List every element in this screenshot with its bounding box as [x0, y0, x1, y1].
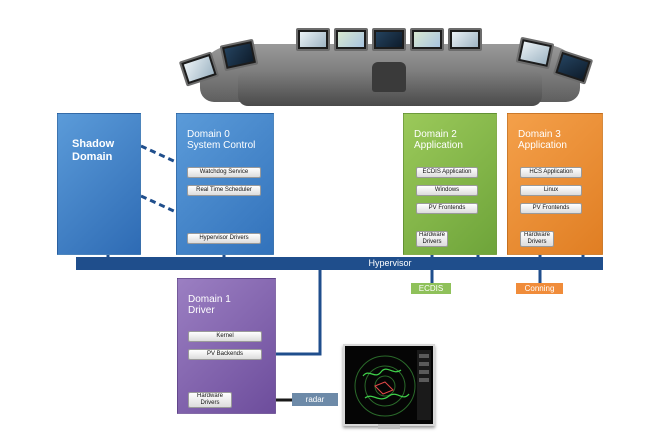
real-time-scheduler-item: Real Time Scheduler — [187, 185, 261, 196]
kernel-item: Kernel — [188, 331, 262, 342]
shadow-link-top — [140, 144, 177, 164]
domain-0-title: Domain 0 System Control — [187, 129, 256, 151]
hcs-application-item: HCS Application — [520, 167, 582, 178]
linux-item: Linux — [520, 185, 582, 196]
domain-2-box: Domain 2 Application ECDIS Application W… — [403, 113, 497, 255]
conning-tag: Conning — [516, 283, 563, 294]
hardware-drivers-item: Hardware Drivers — [416, 231, 448, 247]
console-monitor — [296, 28, 330, 51]
ecdis-tag: ECDIS — [411, 283, 451, 294]
pv-backends-item: PV Backends — [188, 349, 262, 360]
windows-item: Windows — [416, 185, 478, 196]
radar-display-illustration — [343, 344, 435, 426]
domain-0-box: Domain 0 System Control Watchdog Service… — [176, 113, 274, 255]
domain-2-title: Domain 2 Application — [414, 129, 463, 151]
radar-screen — [345, 346, 433, 424]
radar-tag: radar — [292, 393, 338, 406]
radar-stand — [378, 424, 400, 429]
shadow-link-bottom — [140, 194, 177, 214]
hypervisor-label: Hypervisor — [368, 258, 412, 268]
console-monitor — [410, 28, 444, 51]
pv-frontends-item: PV Frontends — [416, 203, 478, 214]
shadow-domain-box: Shadow Domain — [57, 113, 141, 255]
watchdog-service-item: Watchdog Service — [187, 167, 261, 178]
console-monitor — [448, 28, 482, 51]
pv-frontends-item: PV Frontends — [520, 203, 582, 214]
bridge-console-illustration — [0, 0, 660, 110]
hypervisor-to-d1-backends — [260, 270, 322, 356]
hypervisor-bar — [76, 257, 603, 270]
ecdis-application-item: ECDIS Application — [416, 167, 478, 178]
domain-1-title: Domain 1 Driver — [188, 294, 231, 316]
console-monitor — [372, 28, 406, 51]
console-chair — [372, 62, 406, 92]
shadow-domain-title: Shadow Domain — [72, 138, 115, 163]
console-monitor — [334, 28, 368, 51]
domain-1-box: Domain 1 Driver Kernel PV Backends Hardw… — [177, 278, 276, 414]
domain-3-title: Domain 3 Application — [518, 129, 567, 151]
hypervisor-drivers-item: Hypervisor Drivers — [187, 233, 261, 244]
hardware-drivers-item: Hardware Drivers — [520, 231, 554, 247]
hardware-drivers-item: Hardware Drivers — [188, 392, 232, 408]
domain-3-box: Domain 3 Application HCS Application Lin… — [507, 113, 603, 255]
